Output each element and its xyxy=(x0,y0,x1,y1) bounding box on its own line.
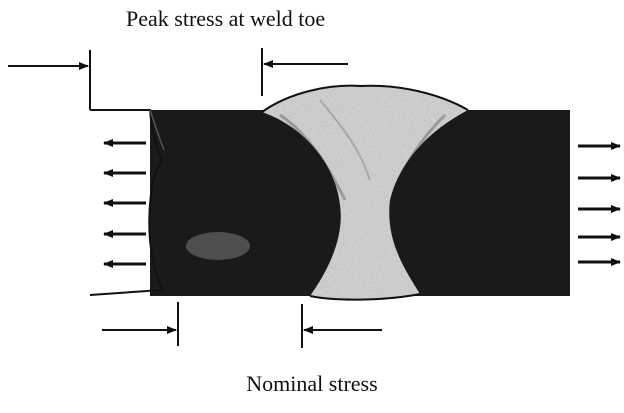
peak-stress-label: Peak stress at weld toe xyxy=(126,6,325,32)
peak-stress-dimension xyxy=(8,48,348,96)
right-load-arrows xyxy=(578,146,620,262)
nominal-stress-label: Nominal stress xyxy=(0,371,624,397)
left-load-arrows xyxy=(104,143,146,264)
nominal-stress-dimension xyxy=(102,302,382,348)
heat-affected-zone xyxy=(186,232,250,260)
